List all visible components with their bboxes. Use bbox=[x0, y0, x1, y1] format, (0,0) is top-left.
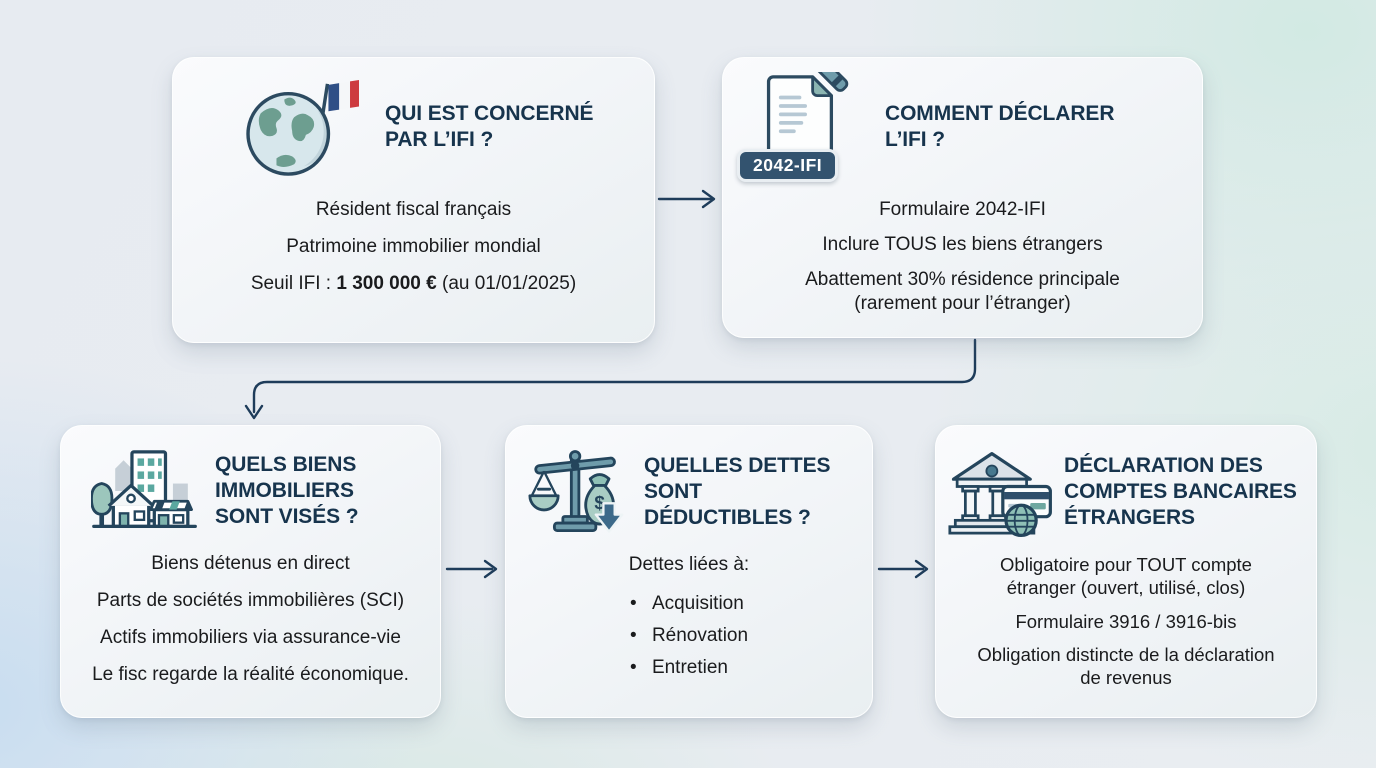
title-line: SONT bbox=[644, 479, 702, 503]
body-line: Obligation distincte de la déclaration d… bbox=[977, 643, 1275, 689]
dettes-bullet-list: Acquisition Rénovation Entretien bbox=[630, 592, 748, 688]
balance-scale-moneybag-icon: $ bbox=[528, 444, 626, 540]
form-2042-ifi-badge: 2042-IFI bbox=[737, 149, 839, 182]
document-pen-icon: 2042-IFI bbox=[737, 72, 867, 182]
body-line: Patrimoine immobilier mondial bbox=[286, 235, 541, 257]
card-title: COMMENT DÉCLARER L’IFI ? bbox=[885, 101, 1114, 153]
card-title: DÉCLARATION DES COMPTES BANCAIRES ÉTRANG… bbox=[1064, 453, 1297, 531]
card-header: 2042-IFI COMMENT DÉCLARER L’IFI ? bbox=[723, 58, 1202, 182]
card-body: Formulaire 2042-IFI Inclure TOUS les bie… bbox=[723, 198, 1202, 316]
body-line: Actifs immobiliers via assurance-vie bbox=[100, 626, 401, 648]
body-line: Abattement 30% résidence principale (rar… bbox=[805, 268, 1120, 314]
bullet-item: Entretien bbox=[630, 656, 748, 680]
title-line: L’IFI ? bbox=[885, 128, 945, 151]
body-line: Biens détenus en direct bbox=[151, 553, 350, 574]
body-line: Formulaire 2042-IFI bbox=[879, 199, 1046, 220]
body-line: Formulaire 3916 / 3916-bis bbox=[1015, 610, 1237, 632]
body-line: Seuil IFI : 1 300 000 € (au 01/01/2025) bbox=[250, 272, 577, 294]
body-line: Obligatoire pour TOUT compte étranger (o… bbox=[1000, 554, 1252, 599]
body-line: Parts de sociétés immobilières (SCI) bbox=[96, 589, 405, 611]
card-title: QUI EST CONCERNÉ PAR L’IFI ? bbox=[385, 101, 594, 153]
card-header: QUELS BIENS IMMOBILIERS SONT VISÉS ? bbox=[61, 426, 440, 538]
card-body: Résident fiscal français Patrimoine immo… bbox=[173, 198, 654, 296]
connector-declare-to-biens bbox=[244, 338, 977, 420]
globe-france-flag-icon bbox=[241, 76, 359, 178]
title-line: SONT VISÉS ? bbox=[215, 505, 359, 529]
card-comptes-bancaires: DÉCLARATION DES COMPTES BANCAIRES ÉTRANG… bbox=[935, 425, 1317, 718]
arrow-who-to-declare bbox=[657, 189, 716, 209]
dollar-glyph: $ bbox=[594, 492, 605, 513]
title-line: QUELLES DETTES bbox=[644, 453, 831, 477]
title-line: COMMENT DÉCLARER bbox=[885, 101, 1115, 125]
card-header: DÉCLARATION DES COMPTES BANCAIRES ÉTRANG… bbox=[936, 426, 1316, 540]
arrow-biens-to-dettes bbox=[445, 559, 498, 579]
seuil-amount: 1 300 000 € bbox=[336, 272, 437, 294]
title-line: DÉDUCTIBLES ? bbox=[644, 506, 811, 530]
card-header: QUI EST CONCERNÉ PAR L’IFI ? bbox=[173, 58, 654, 178]
body-line: Résident fiscal français bbox=[315, 199, 512, 220]
title-line: DÉCLARATION DES bbox=[1064, 453, 1263, 477]
arrow-dettes-to-comptes bbox=[877, 559, 929, 579]
city-buildings-icon bbox=[91, 444, 199, 538]
title-line: IMMOBILIERS bbox=[215, 478, 354, 502]
card-body: Obligatoire pour TOUT compte étranger (o… bbox=[936, 553, 1316, 689]
body-line: Dettes liées à: bbox=[628, 554, 750, 575]
title-line: QUELS BIENS bbox=[215, 452, 357, 476]
bullet-item: Acquisition bbox=[630, 592, 748, 616]
card-title: QUELLES DETTES SONT DÉDUCTIBLES ? bbox=[644, 453, 831, 531]
card-header: $ QUELLES DETTES SONT DÉDUCTIBLES ? bbox=[506, 426, 872, 540]
body-line: Le fisc regarde la réalité économique. bbox=[92, 663, 409, 685]
card-comment-declarer: 2042-IFI COMMENT DÉCLARER L’IFI ? Formul… bbox=[722, 57, 1203, 338]
card-body: Biens détenus en direct Parts de société… bbox=[61, 552, 440, 687]
card-quels-biens: QUELS BIENS IMMOBILIERS SONT VISÉS ? Bie… bbox=[60, 425, 441, 718]
body-line: Inclure TOUS les biens étrangers bbox=[822, 233, 1103, 255]
title-line: PAR L’IFI ? bbox=[385, 128, 494, 151]
card-qui-est-concerne: QUI EST CONCERNÉ PAR L’IFI ? Résident fi… bbox=[172, 57, 655, 343]
card-quelles-dettes: $ QUELLES DETTES SONT DÉDUCTIBLES ? Dett… bbox=[505, 425, 873, 718]
title-line: QUI EST CONCERNÉ bbox=[385, 101, 594, 125]
card-body: Dettes liées à: Acquisition Rénovation E… bbox=[506, 553, 872, 688]
bullet-item: Rénovation bbox=[630, 624, 748, 648]
bank-card-globe-icon bbox=[948, 444, 1054, 540]
card-title: QUELS BIENS IMMOBILIERS SONT VISÉS ? bbox=[215, 452, 359, 530]
title-line: ÉTRANGERS bbox=[1064, 506, 1195, 530]
title-line: COMPTES BANCAIRES bbox=[1064, 479, 1297, 503]
